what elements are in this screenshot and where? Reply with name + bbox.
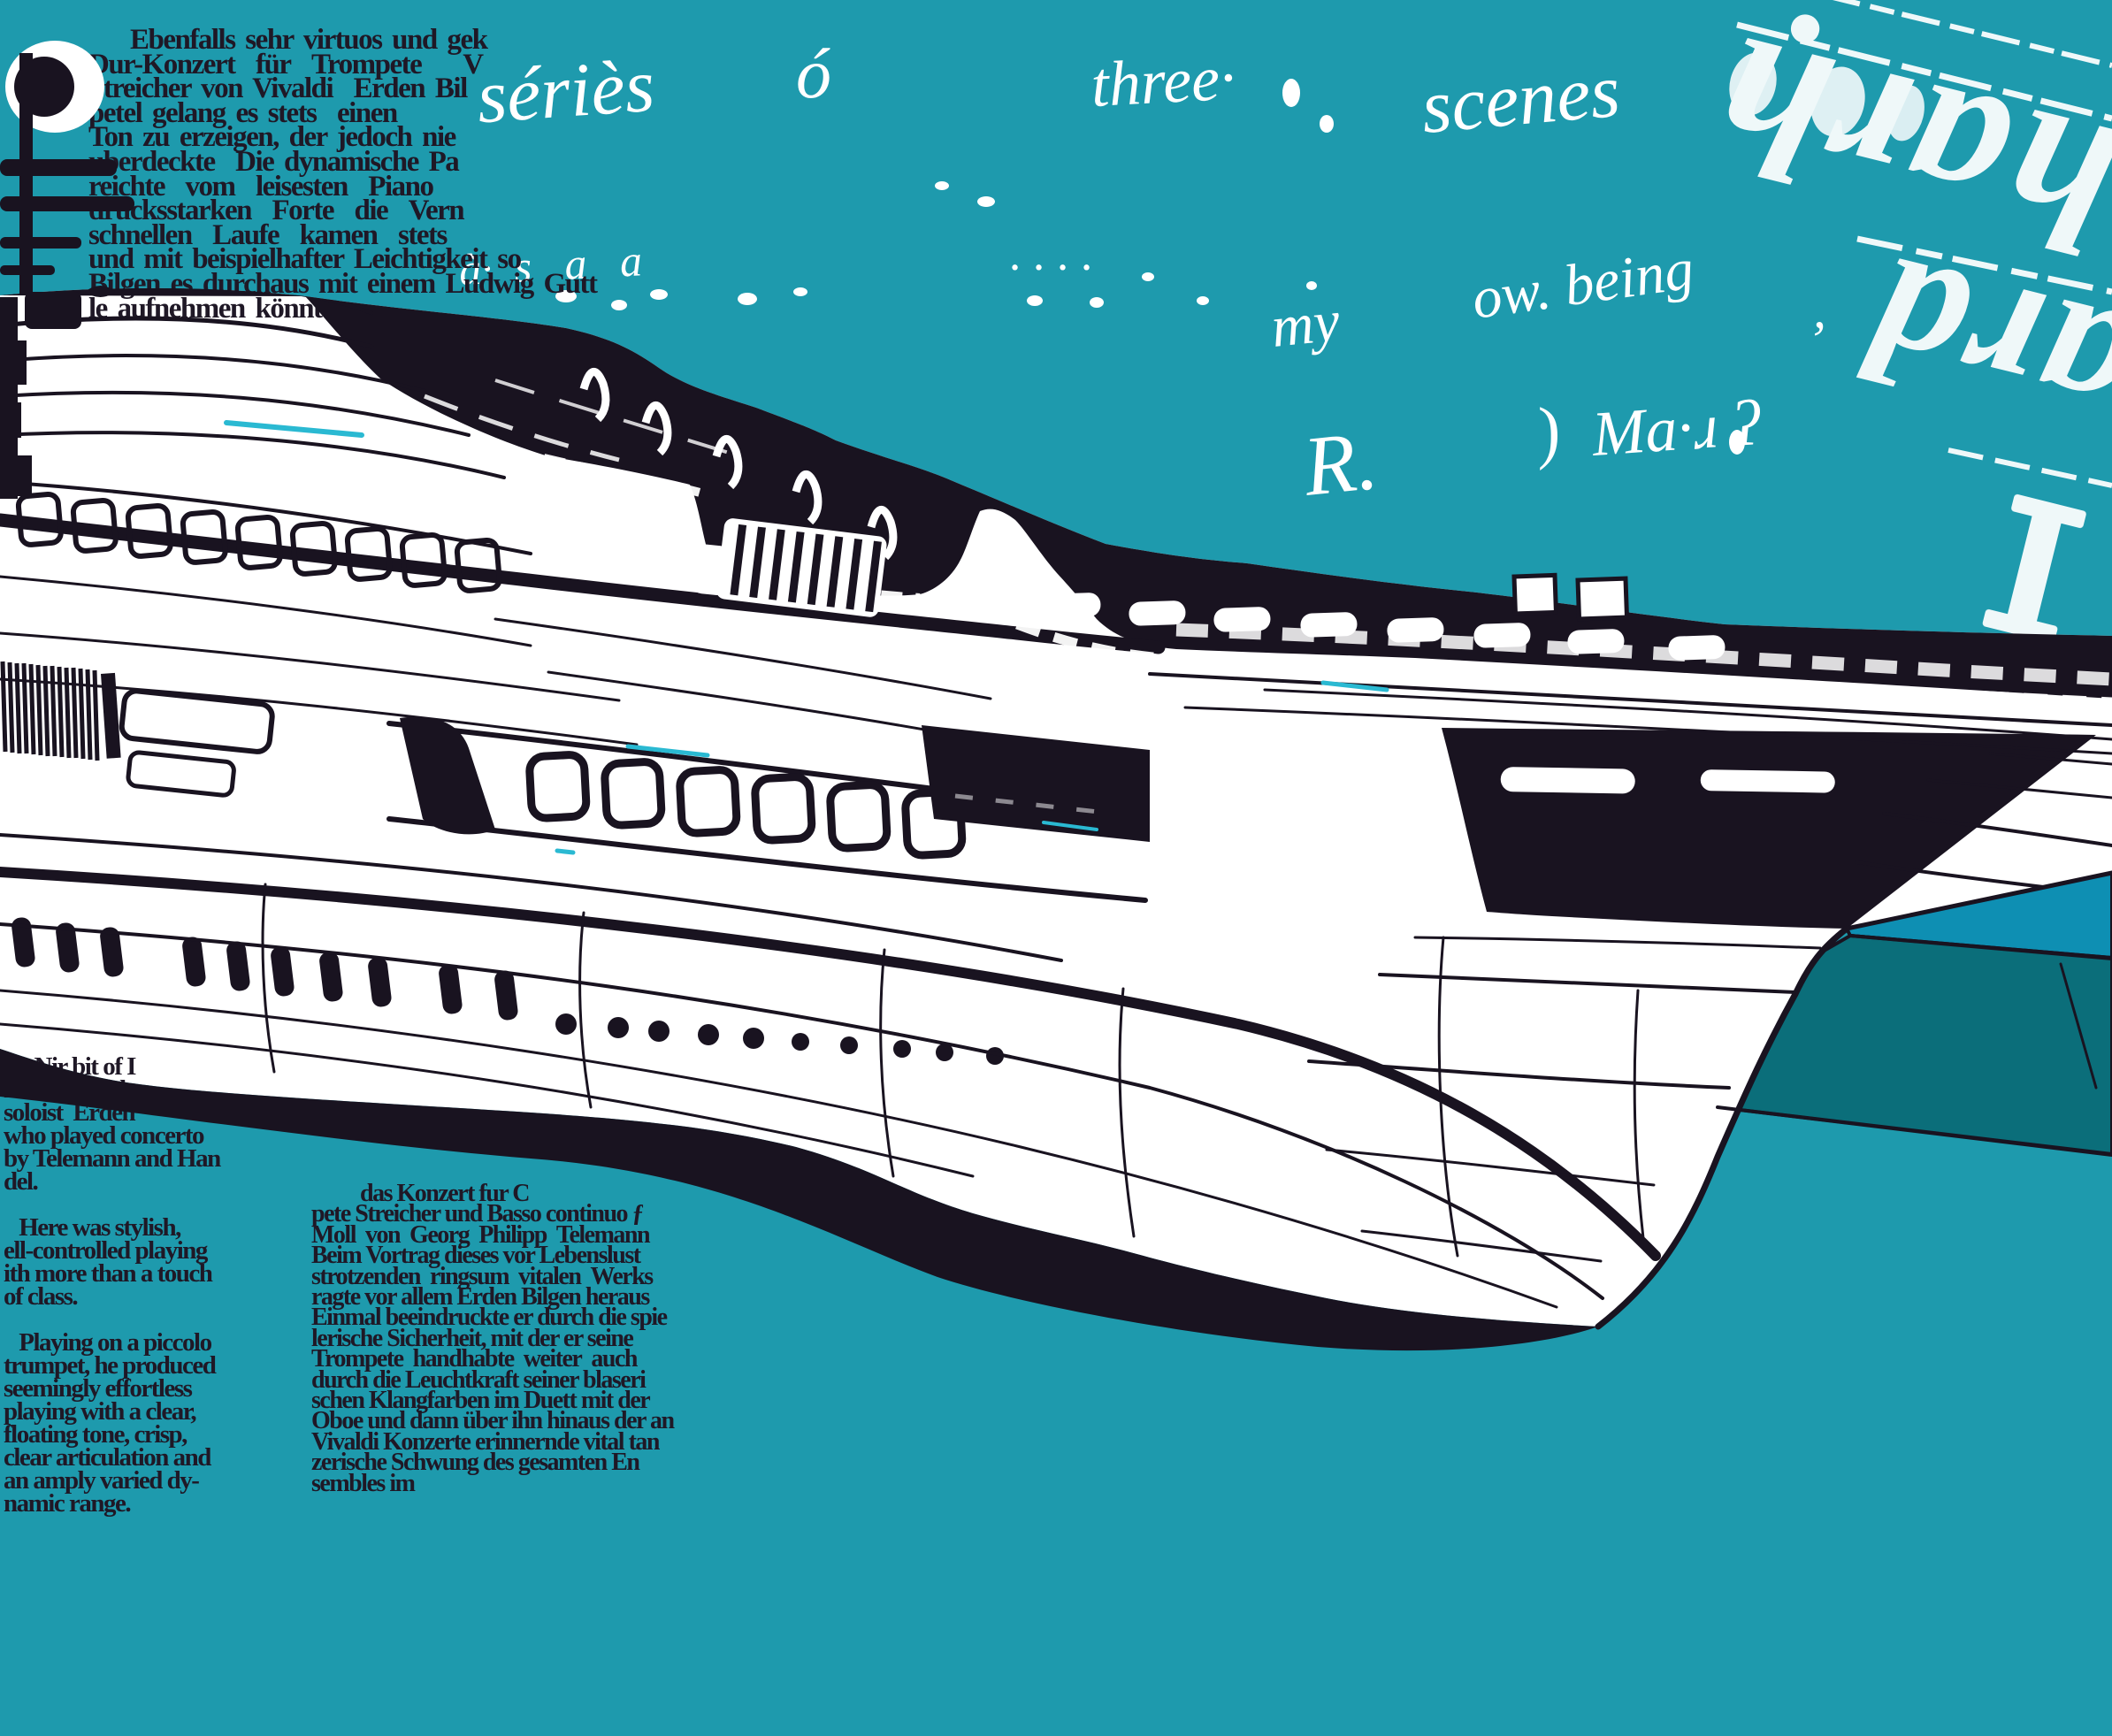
- svg-text:R.: R.: [1298, 412, 1381, 514]
- svg-text:Vivaldi Konzerte erinnernde vi: Vivaldi Konzerte erinnernde vital tan: [311, 1428, 661, 1456]
- svg-text:Streicher von Vivaldi Erden B: Streicher von Vivaldi Erden Bil: [88, 73, 468, 104]
- svg-text:zerische Schwung des gesamten: zerische Schwung des gesamten En: [311, 1449, 640, 1476]
- svg-text:Moll von Georg Philipp Tel: Moll von Georg Philipp Telemann: [311, 1221, 651, 1249]
- svg-text:ragte vor allem Erden Bilgen h: ragte vor allem Erden Bilgen heraus: [311, 1283, 650, 1311]
- svg-text:sériès: sériès: [455, 42, 657, 141]
- svg-text:ith more than a touch: ith more than a touch: [4, 1259, 213, 1288]
- svg-text:namic range.: namic range.: [4, 1489, 130, 1518]
- svg-text:Trompete handhabte weiter a: Trompete handhabte weiter auch: [311, 1345, 639, 1373]
- svg-text:lerische Sicherheit, mit der e: lerische Sicherheit, mit der er seine: [311, 1325, 633, 1352]
- svg-text:by Telemann and Han: by Telemann and Han: [4, 1144, 221, 1173]
- svg-text:ó: ó: [796, 35, 831, 113]
- svg-text:seemingly effortless: seemingly effortless: [4, 1374, 193, 1403]
- svg-text:Dur-Konzert für Trompete: Dur-Konzert für Trompete V: [88, 49, 484, 80]
- svg-text:Here was stylish,: Here was stylish,: [4, 1213, 181, 1242]
- svg-text:clear articulation and: clear articulation and: [4, 1443, 211, 1472]
- svg-text:schnellen Laufe kamen stets: schnellen Laufe kamen stets: [88, 219, 448, 251]
- svg-text:Beim Vortrag dieses vor Lebens: Beim Vortrag dieses vor Lebenslust: [311, 1242, 642, 1269]
- svg-text:who played concerto: who played concerto: [4, 1121, 204, 1150]
- svg-text:Ebenfalls sehr virtuos und gek: Ebenfalls sehr virtuos und gek: [88, 24, 489, 56]
- svg-text:strotzenden ringsum vitalen: strotzenden ringsum vitalen Werks: [311, 1263, 654, 1290]
- svg-text:reichte vom leisesten Piano: reichte vom leisesten Piano: [88, 171, 433, 203]
- svg-text:petel gelang es stets einen: petel gelang es stets einen: [88, 97, 398, 129]
- svg-text:drucksstarken Forte die Ver: drucksstarken Forte die Vern: [88, 195, 464, 226]
- svg-text:à· s a a: à· s a a: [458, 235, 644, 294]
- svg-text:scenes: scenes: [1418, 48, 1623, 149]
- svg-text:three·: three·: [1090, 42, 1237, 120]
- svg-text:uberdeckte Die dynamische Pa: uberdeckte Die dynamische Pa: [88, 146, 459, 178]
- svg-text:Einmal beeindruckte er durch d: Einmal beeindruckte er durch die spie: [311, 1304, 668, 1331]
- svg-text:floating tone, crisp,: floating tone, crisp,: [4, 1420, 187, 1449]
- svg-text:playing with a clear,: playing with a clear,: [4, 1397, 196, 1426]
- svg-text:schen Klangfarben im Duett mit: schen Klangfarben im Duett mit der: [311, 1387, 650, 1414]
- svg-text:Ma·ɹ ʔ: Ma·ɹ ʔ: [1589, 387, 1764, 470]
- svg-text:my: my: [1268, 288, 1343, 360]
- svg-text:del.: del.: [4, 1167, 38, 1196]
- svg-text:Playing on a piccolo: Playing on a piccolo: [4, 1328, 212, 1357]
- svg-text:sembles im: sembles im: [311, 1470, 416, 1497]
- svg-text:das Konzert fur C: das Konzert fur C: [311, 1180, 529, 1207]
- svg-text:Ton zu erzeigen, der jedoch ni: Ton zu erzeigen, der jedoch nie: [88, 121, 456, 153]
- svg-text:an amply varied dy-: an amply varied dy-: [4, 1466, 199, 1495]
- svg-text:pete Streicher und Basso conti: pete Streicher und Basso continuo ƒ: [311, 1200, 644, 1227]
- svg-text:ell-controlled playing: ell-controlled playing: [4, 1236, 209, 1265]
- svg-text:· · · ·: · · · ·: [1008, 241, 1092, 294]
- svg-text:durch die Leuchtkraft seiner b: durch die Leuchtkraft seiner blaseri: [311, 1366, 647, 1394]
- svg-text:,: ,: [1813, 280, 1826, 339]
- svg-text:und mit beispielhafter Leichti: und mit beispielhafter Leichtigkeit so: [88, 243, 522, 275]
- svg-text:Oboe und dann über ihn hinaus: Oboe und dann über ihn hinaus der an: [311, 1407, 675, 1434]
- svg-text:of class.: of class.: [4, 1282, 77, 1311]
- svg-text:trumpet, he produced: trumpet, he produced: [4, 1351, 217, 1380]
